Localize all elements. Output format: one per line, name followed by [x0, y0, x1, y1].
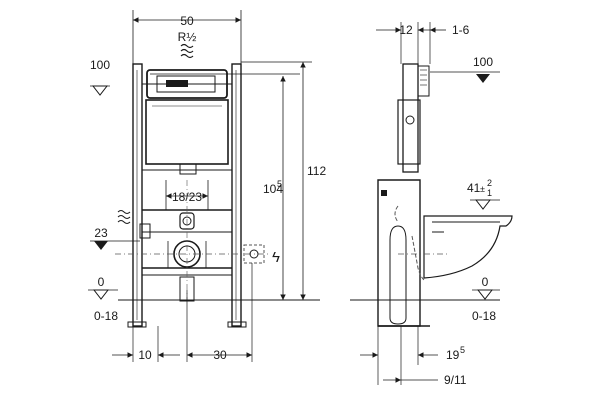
height-104-dimension: 104 5: [263, 76, 286, 300]
seat-height-sup-bottom: 1: [487, 188, 492, 198]
height-112-dimension: 112: [241, 61, 326, 300]
bottom-depth-dimensions: 19 5 9/11: [360, 326, 467, 387]
level-23-marker: 23: [90, 226, 140, 250]
electrical-socket: ϟ: [243, 244, 280, 266]
top-depth-dimensions: 12 1-6: [376, 22, 470, 64]
height-inner-label: 104: [263, 182, 283, 196]
offset-left-label: 10: [138, 348, 152, 362]
level-floor-label: 0: [98, 275, 105, 289]
side-level-floor-label: 0: [482, 275, 489, 289]
toilet-bowl-outline: [394, 205, 513, 281]
seat-height-sup-top: 2: [487, 178, 492, 188]
dim-bottom-b-label: 9/11: [444, 373, 467, 387]
floor-range-label: 0-18: [94, 309, 118, 323]
cistern: [145, 69, 229, 175]
seat-height-label: 41: [467, 181, 481, 195]
dim-top-b-label: 1-6: [452, 23, 470, 37]
frame-side-profile: [377, 63, 430, 327]
width-dimension: 50: [132, 10, 242, 66]
offset-right-label: 30: [213, 348, 227, 362]
frame-posts: [132, 63, 242, 327]
seat-height-pm: ±: [480, 184, 485, 194]
level-0-marker: 0 0-18: [88, 275, 118, 323]
water-supply-icon: [180, 43, 194, 59]
height-inner-sup: 5: [277, 179, 282, 189]
width-label: 50: [180, 14, 194, 28]
height-outer-label: 112: [307, 164, 326, 178]
level-mid-label: 23: [94, 226, 108, 240]
dim-bottom-a-sup: 5: [460, 345, 465, 355]
supply-thread-label: R½: [178, 30, 197, 44]
dim-bottom-a-label: 19: [446, 348, 460, 362]
level-top-label: 100: [90, 58, 110, 72]
seat-height-marker: 41 ± 2 1: [467, 178, 500, 210]
side-view: 12 1-6: [350, 22, 513, 387]
lightning-icon: ϟ: [272, 249, 280, 266]
side-level-0-marker: 0 0-18: [472, 275, 500, 323]
water-supply-icon-left: [117, 210, 131, 224]
side-floor-range-label: 0-18: [472, 309, 496, 323]
bottom-offset-dimensions: 10 30: [112, 263, 253, 362]
side-level-100-marker: 100: [430, 55, 500, 83]
front-view: 50 R½ 10: [88, 10, 326, 362]
dim-top-a-label: 12: [399, 23, 413, 37]
level-100-marker: 100: [90, 58, 110, 96]
side-level-top-label: 100: [473, 55, 493, 69]
